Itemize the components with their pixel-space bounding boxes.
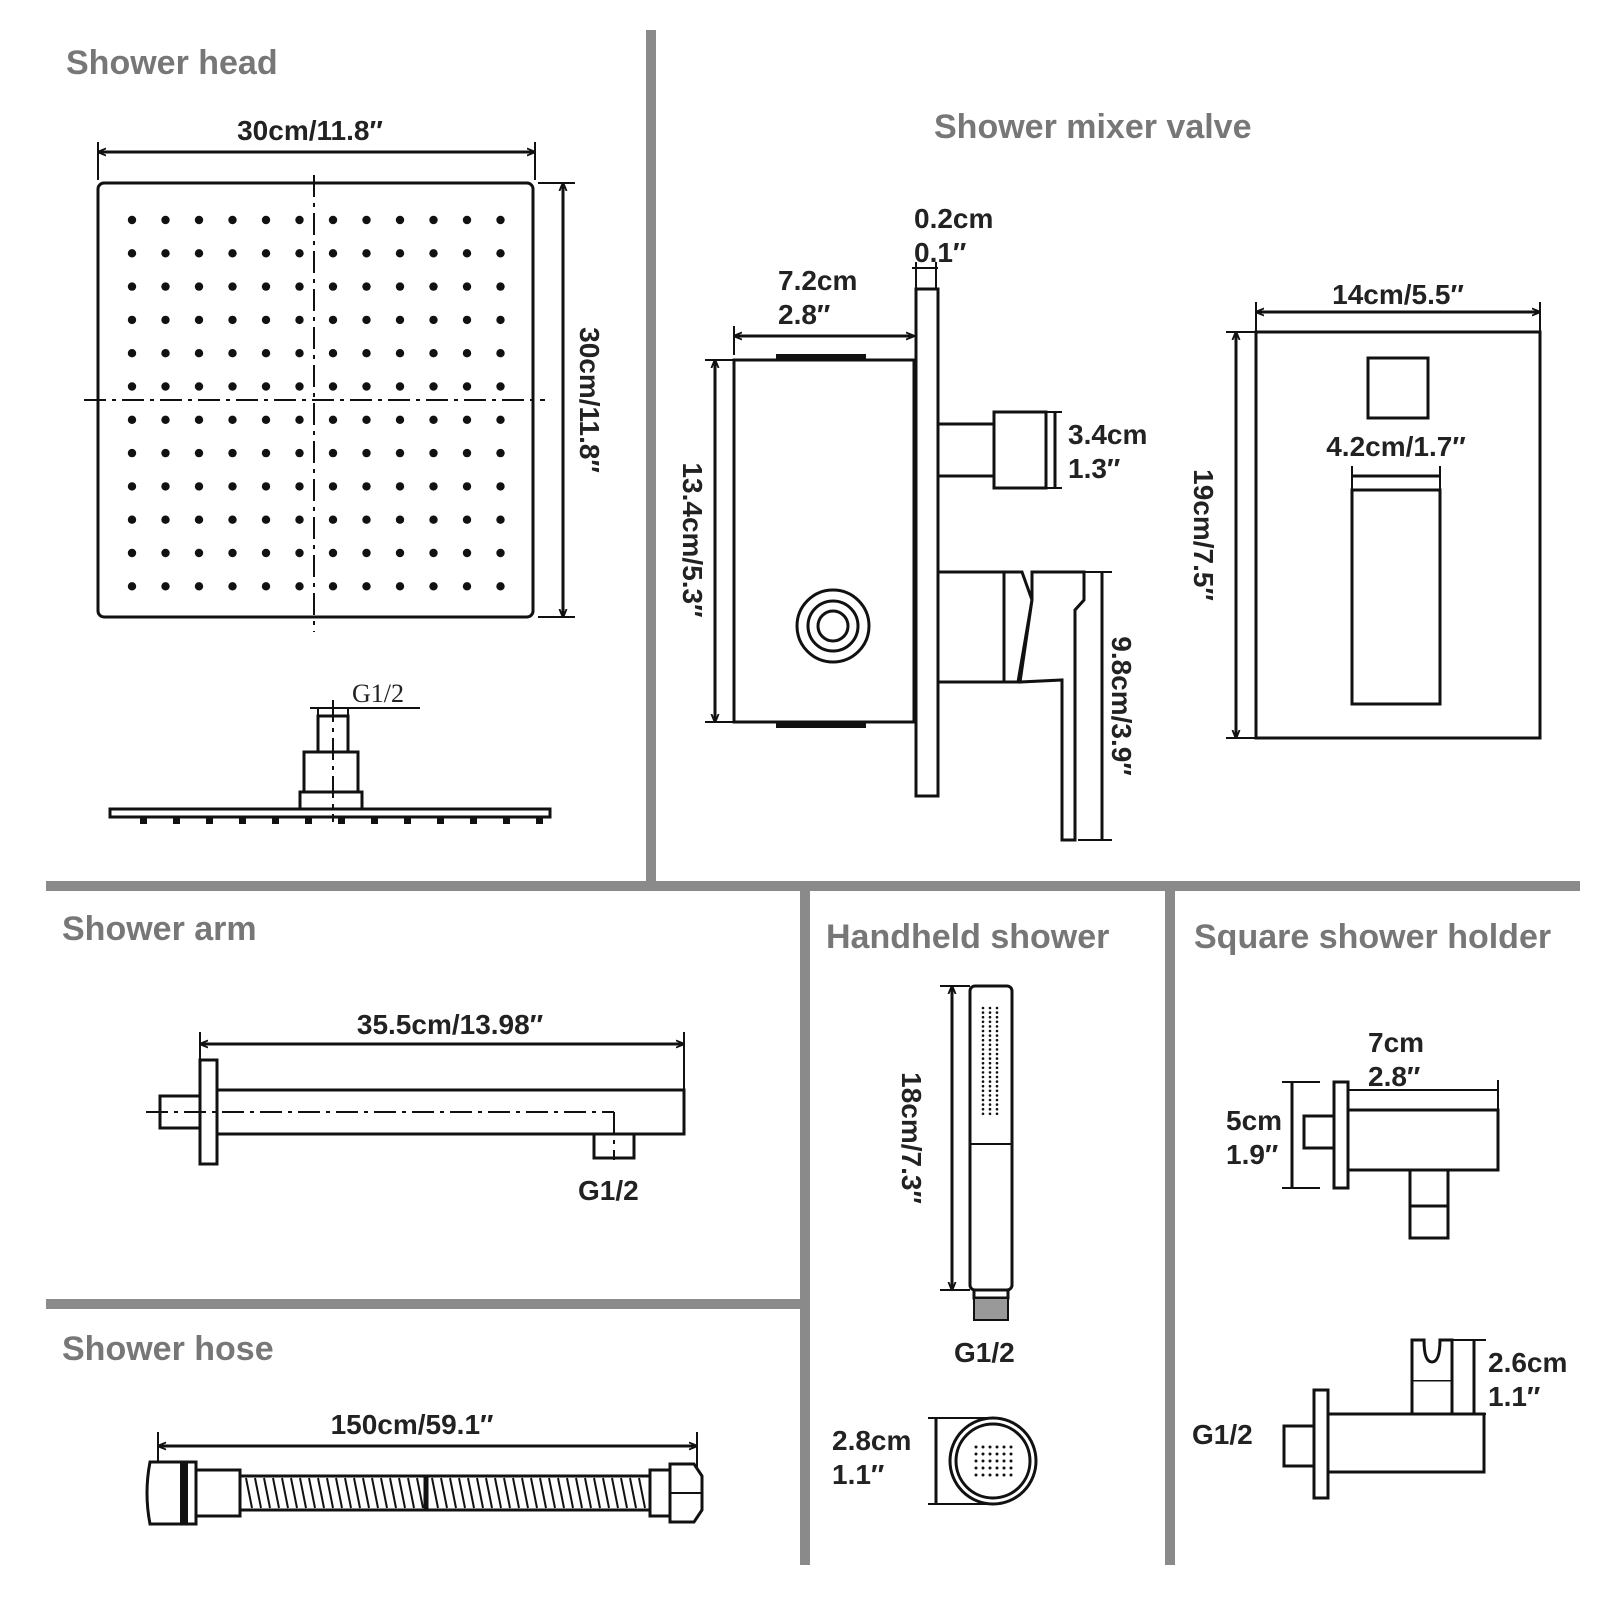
holder-depth-in: 2.8″ (1368, 1061, 1420, 1092)
face-size-in: 1.1″ (832, 1459, 884, 1490)
handheld-connector-label: G1/2 (954, 1337, 1015, 1368)
valve-depth-cm: 7.2cm (778, 265, 857, 296)
hose-clip (1410, 1338, 1454, 1380)
valve-height-label: 13.4cm/5.3″ (677, 462, 708, 617)
plate-thickness-in: 0.1″ (914, 237, 966, 268)
shower-hose (145, 1460, 704, 1526)
holder-title: Square shower holder (1194, 918, 1551, 956)
holder-panel: Square shower holder 7cm 2.8″ 5cm 1.9″ 2… (1192, 918, 1567, 1500)
holder-clip-flange (1312, 1388, 1330, 1500)
handheld-title: Handheld shower (826, 918, 1109, 956)
valve-outlet (936, 422, 996, 478)
holder-height-cm: 5cm (1226, 1105, 1282, 1136)
face-size-cm: 2.8cm (832, 1425, 911, 1456)
head-connector-label: G1/2 (352, 679, 404, 708)
holder-wall-stub (1302, 1114, 1336, 1150)
hose-length-label: 150cm/59.1″ (331, 1409, 494, 1440)
clip-size-in: 1.1″ (1488, 1381, 1540, 1412)
handheld-panel: Handheld shower 18cm/7.3″ G1/2 2.8cm 1.1… (826, 918, 1109, 1506)
holder-height-in: 1.9″ (1226, 1139, 1278, 1170)
shower-arm-panel: Shower arm 35.5cm/13.98″ G1/2 (62, 910, 686, 1206)
shower-head-title: Shower head (66, 44, 278, 82)
shower-head-side-view (108, 700, 552, 824)
handle-height-label: 9.8cm/3.9″ (1106, 636, 1137, 776)
outlet-in: 1.3″ (1068, 453, 1120, 484)
holder-clip-body (1326, 1412, 1486, 1474)
holder-body (1346, 1108, 1500, 1172)
mixer-valve-panel: Shower mixer valve 0.2cm 0.1″ 7.2cm 2.8″… (677, 108, 1542, 842)
panel-dividers (46, 30, 1580, 1565)
head-height-label: 30cm/11.8″ (574, 327, 605, 473)
valve-depth-in: 2.8″ (778, 299, 830, 330)
holder-connector-label: G1/2 (1192, 1419, 1253, 1450)
lever-front (1350, 488, 1442, 706)
handheld-spray-holes (981, 1006, 999, 1116)
plate-thickness-cm: 0.2cm (914, 203, 993, 234)
handheld-length-label: 18cm/7.3″ (896, 1072, 927, 1204)
plate-height-label: 19cm/7.5″ (1188, 469, 1219, 601)
holder-clip-stub (1282, 1424, 1316, 1468)
outlet-cm: 3.4cm (1068, 419, 1147, 450)
head-width-label: 30cm/11.8″ (237, 115, 383, 146)
lever-width-label: 4.2cm/1.7″ (1326, 431, 1466, 462)
valve-cover-plate (914, 287, 940, 798)
holder-depth-cm: 7cm (1368, 1027, 1424, 1058)
shower-head-panel: Shower head 30cm/11.8″ 30cm/11.8″ G1/2 (66, 44, 605, 824)
arm-length-label: 35.5cm/13.98″ (357, 1009, 543, 1040)
plate-width-label: 14cm/5.5″ (1332, 279, 1464, 310)
clip-size-cm: 2.6cm (1488, 1347, 1567, 1378)
handheld-thread (972, 1288, 1010, 1321)
holder-flange (1332, 1080, 1350, 1190)
arm-connector-label: G1/2 (578, 1175, 639, 1206)
shower-arm-title: Shower arm (62, 910, 257, 948)
mixer-valve-title: Shower mixer valve (934, 108, 1252, 146)
shower-hose-panel: Shower hose 150cm/59.1″ (62, 1330, 704, 1526)
nozzle-grid (127, 215, 505, 591)
outlet-cap (1366, 356, 1430, 420)
shower-hose-title: Shower hose (62, 1330, 274, 1368)
valve-body (732, 358, 916, 724)
valve-handle (936, 570, 1086, 842)
